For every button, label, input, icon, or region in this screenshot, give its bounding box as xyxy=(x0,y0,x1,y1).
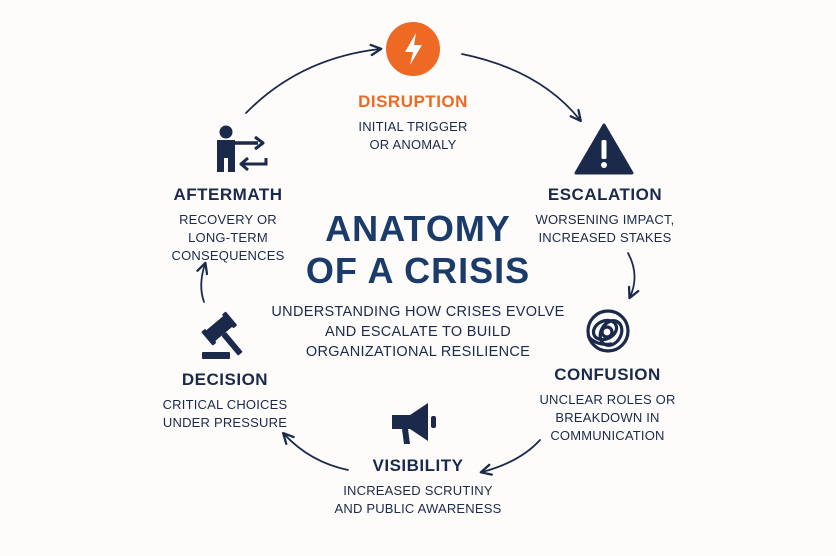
gavel-icon xyxy=(196,310,256,362)
arrow-visibility-to-decision xyxy=(282,431,349,471)
diagram-title: ANATOMY OF A CRISIS xyxy=(305,208,531,291)
arrow-disruption-to-escalation xyxy=(461,53,582,123)
stage-disruption: DISRUPTION INITIAL TRIGGER OR ANOMALY xyxy=(318,92,508,154)
arrow-decision-to-aftermath xyxy=(196,261,209,303)
warning-icon xyxy=(574,122,634,176)
stage-description: WORSENING IMPACT, INCREASED STAKES xyxy=(535,212,675,245)
stage-title: DISRUPTION xyxy=(358,92,468,111)
stage-aftermath: AFTERMATH RECOVERY OR LONG-TERM CONSEQUE… xyxy=(148,185,308,265)
stage-description: RECOVERY OR LONG-TERM CONSEQUENCES xyxy=(171,212,285,263)
megaphone-icon xyxy=(388,398,442,448)
stage-decision: DECISION CRITICAL CHOICES UNDER PRESSURE xyxy=(145,370,305,432)
center-heading-block: ANATOMY OF A CRISIS UNDERSTANDING HOW CR… xyxy=(268,208,568,362)
stage-description: INITIAL TRIGGER OR ANOMALY xyxy=(358,119,468,152)
stage-title: VISIBILITY xyxy=(372,456,464,475)
stage-title: ESCALATION xyxy=(547,185,663,204)
stage-title: CONFUSION xyxy=(554,365,661,384)
tangle-icon xyxy=(582,306,634,356)
stage-title: AFTERMATH xyxy=(173,185,283,204)
stage-visibility: VISIBILITY INCREASED SCRUTINY AND PUBLIC… xyxy=(320,456,516,518)
stage-escalation: ESCALATION WORSENING IMPACT, INCREASED S… xyxy=(515,185,695,247)
arrow-escalation-to-confusion xyxy=(627,252,640,300)
stage-description: CRITICAL CHOICES UNDER PRESSURE xyxy=(162,397,288,430)
lightning-icon xyxy=(386,22,440,76)
diagram-subtitle: UNDERSTANDING HOW CRISES EVOLVE AND ESCA… xyxy=(271,304,565,360)
stage-confusion: CONFUSION UNCLEAR ROLES OR BREAKDOWN IN … xyxy=(520,365,695,445)
stage-title: DECISION xyxy=(181,370,269,389)
person-arrows-icon xyxy=(200,124,276,176)
arrow-aftermath-to-disruption xyxy=(245,43,383,114)
stage-description: INCREASED SCRUTINY AND PUBLIC AWARENESS xyxy=(334,483,502,516)
stage-description: UNCLEAR ROLES OR BREAKDOWN IN COMMUNICAT… xyxy=(539,392,676,443)
arrow-confusion-to-visibility xyxy=(479,439,541,476)
